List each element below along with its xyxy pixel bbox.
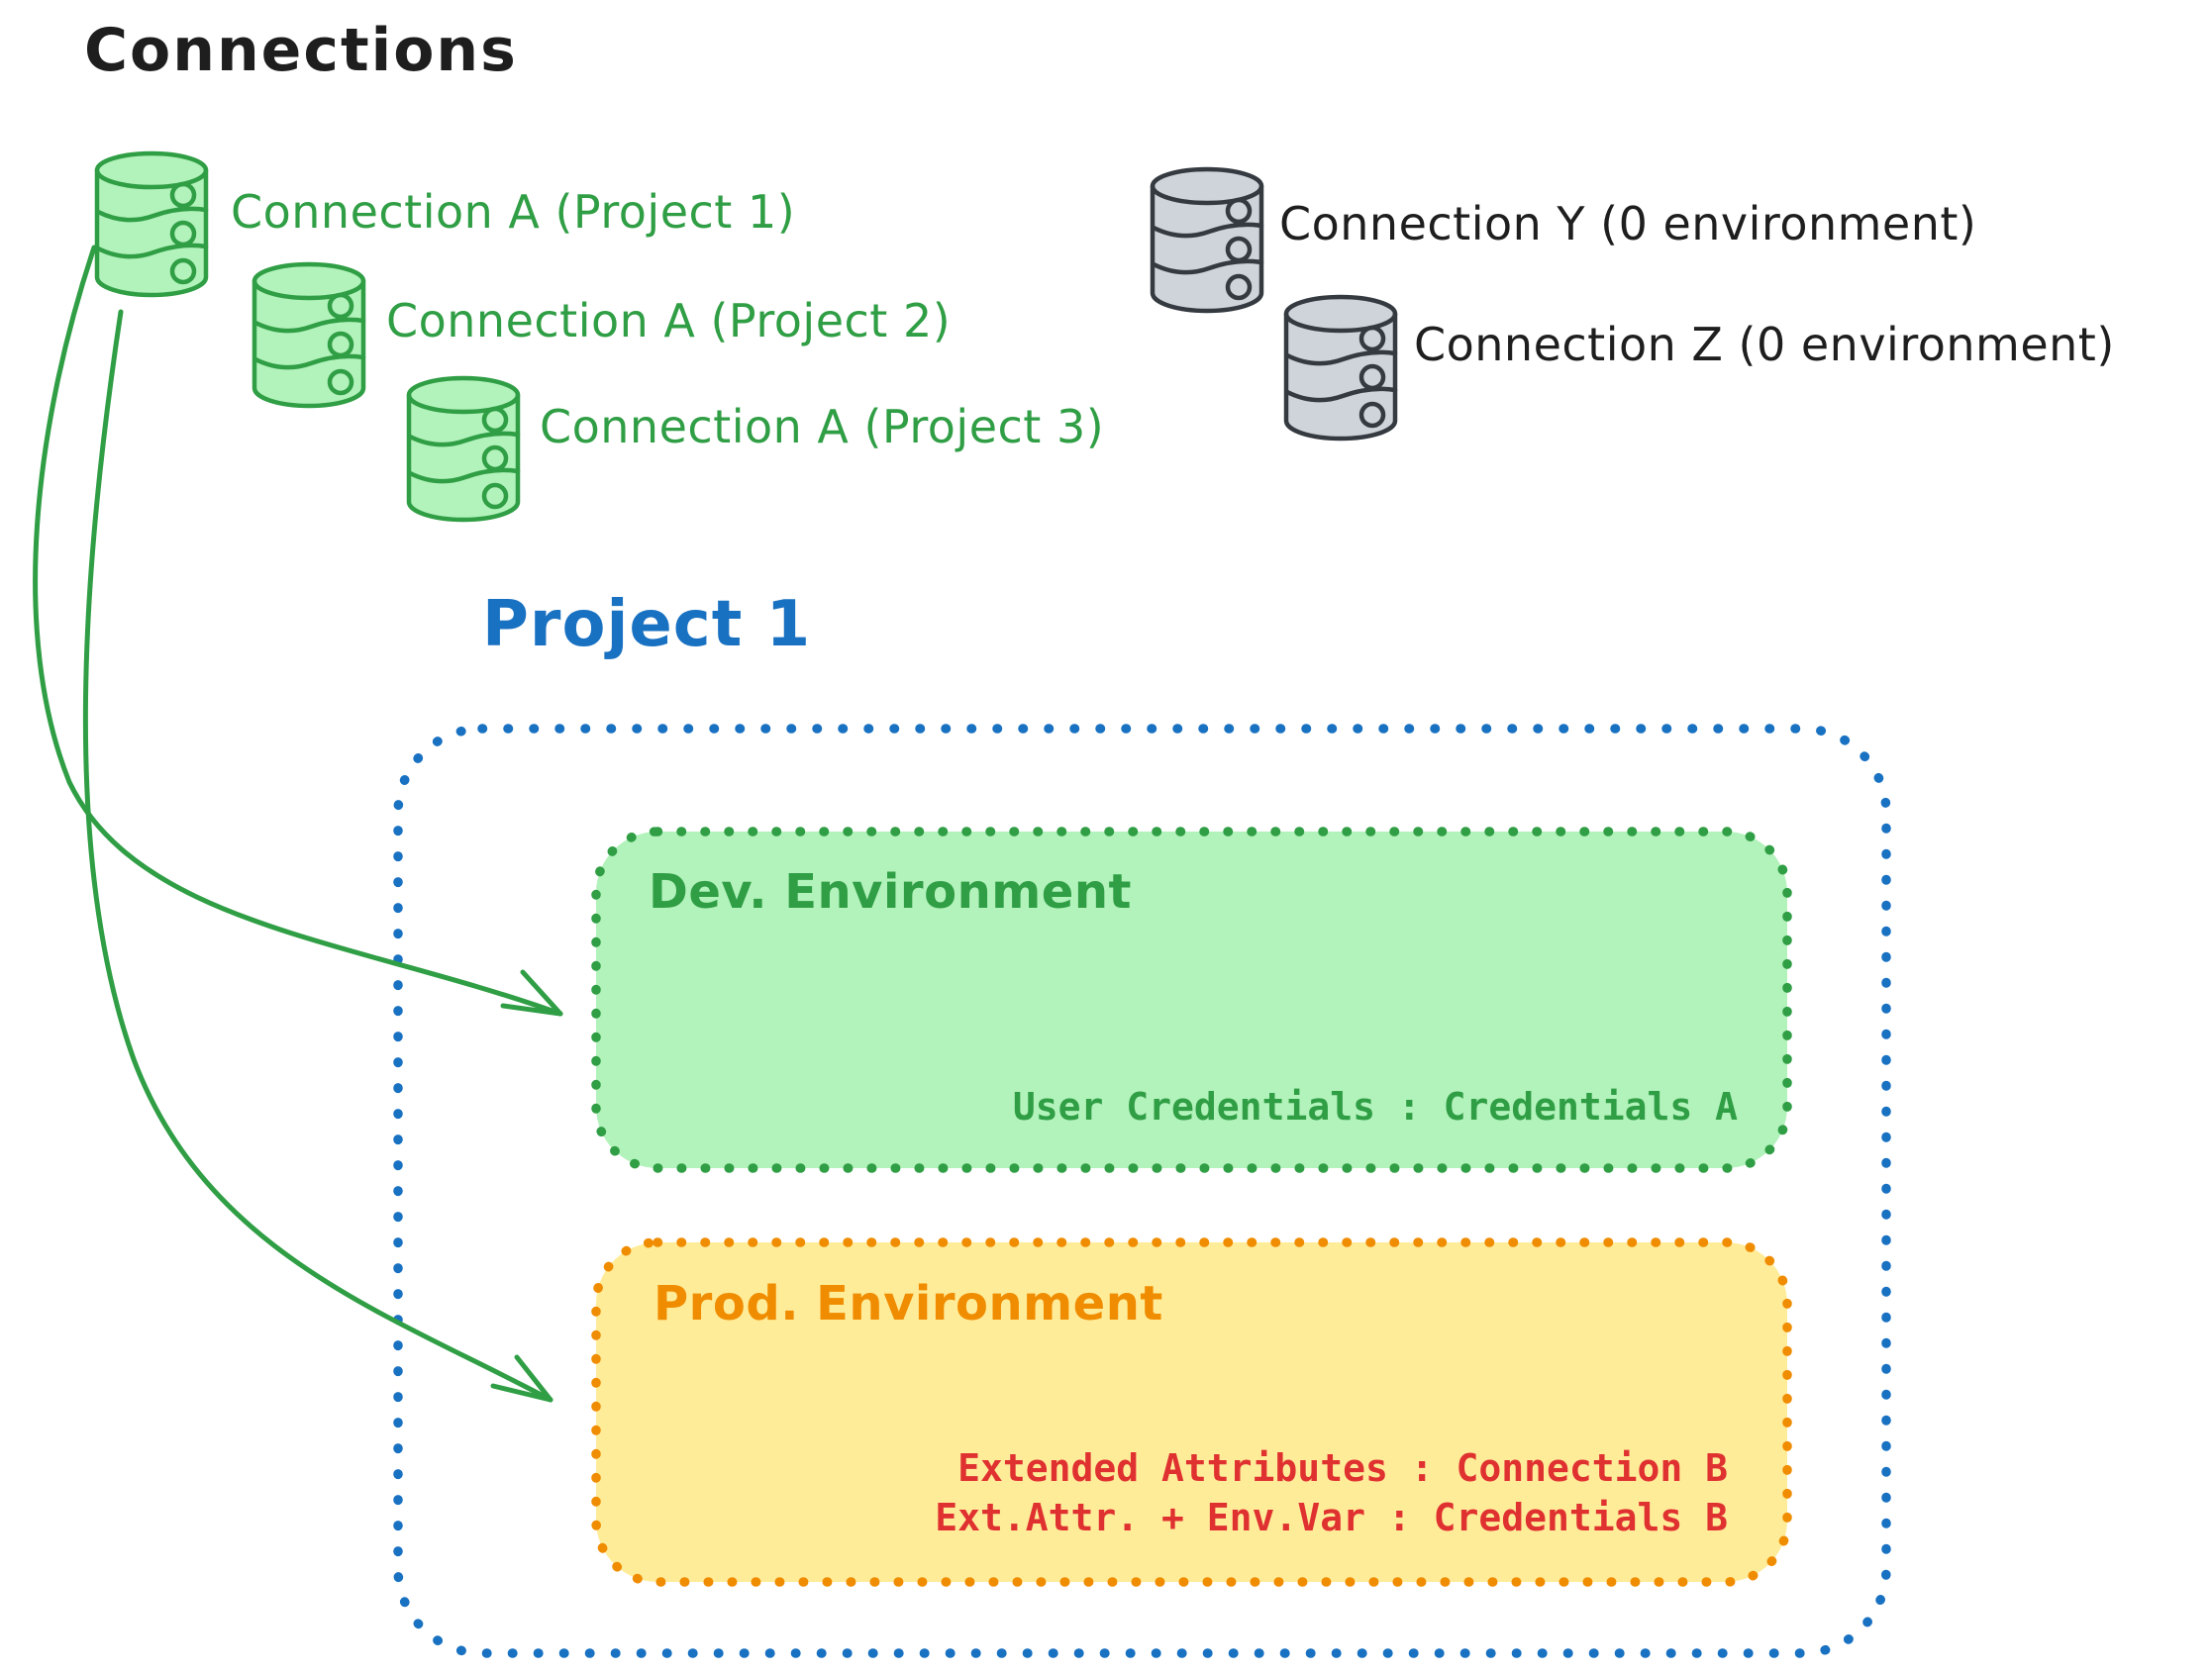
database-icon-connection-y <box>1150 166 1264 314</box>
arrow-to-prod-environment <box>82 309 553 1403</box>
prod-mapping-ext-attr-env-var: Ext.Attr. + Env.Var : Credentials B <box>935 1496 1728 1540</box>
prod-environment-box <box>591 1237 1792 1587</box>
database-icon-connection-a-project-3 <box>406 375 521 523</box>
label-connection-z: Connection Z (0 environment) <box>1414 318 2115 371</box>
dev-environment-box <box>591 827 1792 1173</box>
database-icon-connection-a-project-1 <box>94 150 209 298</box>
arrow-to-dev-environment <box>33 245 563 1017</box>
database-icon-connection-a-project-2 <box>251 261 366 409</box>
label-connection-y: Connection Y (0 environment) <box>1279 197 1977 250</box>
prod-environment-mappings: Extended Attributes : Connection B Ext.A… <box>935 1443 1728 1542</box>
project-1-title: Project 1 <box>482 588 812 661</box>
label-connection-a-project-2: Connection A (Project 2) <box>386 294 952 347</box>
project-1-box <box>393 724 1891 1658</box>
dev-environment-mapping: User Credentials : Credentials A <box>1012 1085 1738 1129</box>
prod-environment-title: Prod. Environment <box>654 1276 1163 1331</box>
label-connection-a-project-3: Connection A (Project 3) <box>540 400 1105 453</box>
database-icon-connection-z <box>1283 294 1398 442</box>
label-connection-a-project-1: Connection A (Project 1) <box>231 185 796 239</box>
prod-mapping-extended-attributes: Extended Attributes : Connection B <box>957 1446 1728 1490</box>
dev-environment-title: Dev. Environment <box>649 864 1132 920</box>
connections-title: Connections <box>84 16 518 85</box>
